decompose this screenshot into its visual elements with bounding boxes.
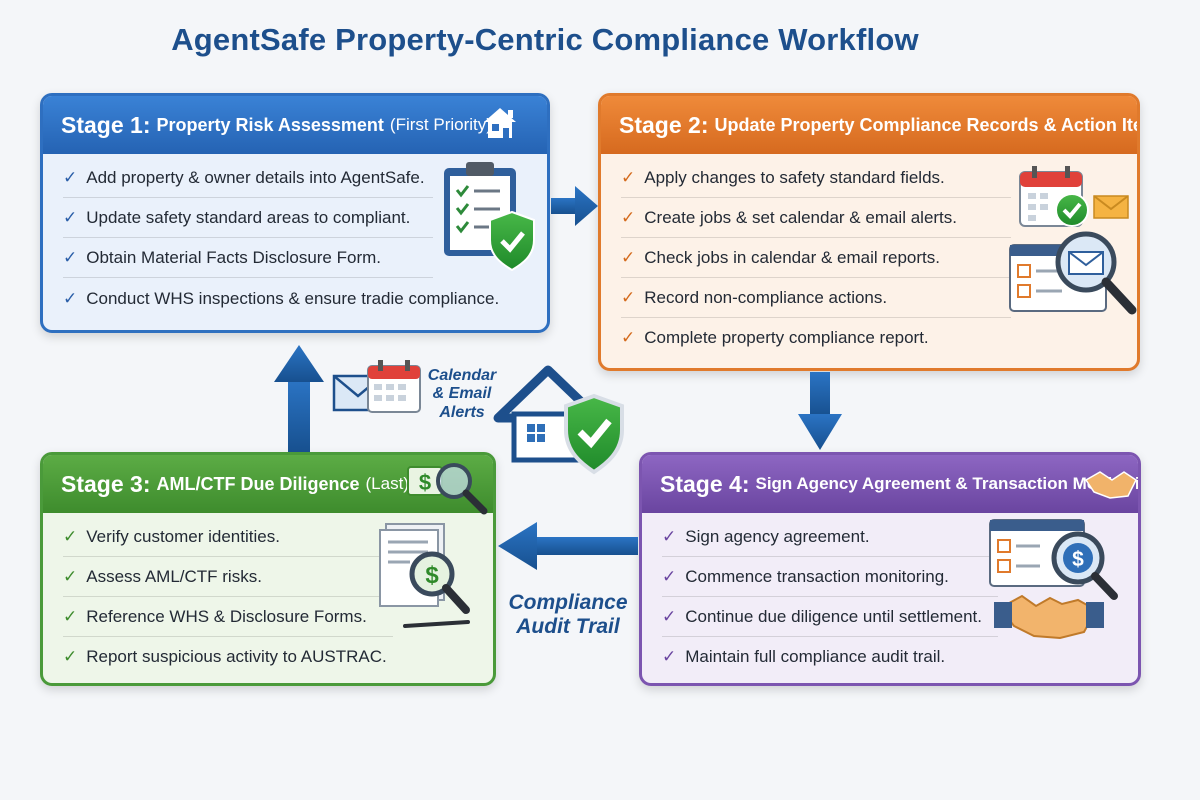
check-icon: ✓	[621, 328, 636, 347]
list-item: ✓Assess AML/CTF risks.	[63, 557, 393, 597]
handshake-icon	[1084, 471, 1137, 499]
check-icon: ✓	[63, 207, 78, 227]
check-icon: ✓	[63, 647, 78, 666]
magnifier-mail-icon	[1055, 231, 1137, 315]
list-item: ✓Add property & owner details into Agent…	[63, 158, 433, 198]
check-icon: ✓	[662, 566, 677, 586]
stage-3-header: Stage 3: AML/CTF Due Diligence (Last)	[43, 455, 493, 513]
check-icon: ✓	[63, 289, 78, 308]
svg-text:$: $	[1072, 548, 1084, 571]
stage-1-title: Property Risk Assessment	[156, 114, 384, 135]
check-icon: ✓	[662, 526, 677, 546]
stage-4-title: Sign Agency Agreement & Transaction Moni…	[755, 474, 1141, 493]
stage-2-card: Stage 2: Update Property Compliance Reco…	[598, 93, 1140, 371]
arrow-stage4-to-stage3	[498, 522, 638, 570]
pen-icon	[403, 620, 470, 628]
list-item: ✓Complete property compliance report.	[621, 328, 929, 347]
document-dollar-icon: $	[379, 523, 470, 614]
house-shield-icon	[493, 365, 624, 475]
stage-1-header: Stage 1: Property Risk Assessment (First…	[43, 96, 547, 154]
house-icon	[484, 108, 516, 138]
arrow-stage2-to-stage4	[798, 372, 842, 450]
envelope-icon	[1093, 195, 1129, 219]
list-item: ✓Report suspicious activity to AUSTRAC.	[63, 647, 387, 666]
stage-4-number: Stage 4:	[660, 470, 750, 497]
shield-check-icon	[489, 210, 535, 272]
stage-1-number: Stage 1:	[61, 111, 151, 138]
alerts-label: Calendar & Email Alerts	[427, 367, 497, 421]
check-icon: ✓	[621, 207, 636, 227]
list-item: ✓Apply changes to safety standard fields…	[621, 158, 1011, 198]
check-icon: ✓	[621, 167, 636, 187]
list-item: ✓Commence transaction monitoring.	[662, 557, 998, 597]
check-icon: ✓	[63, 606, 78, 626]
stage-4-card: Stage 4: Sign Agency Agreement & Transac…	[639, 452, 1141, 686]
stage-3-title: AML/CTF Due Diligence	[156, 473, 360, 494]
page-title: AgentSafe Property-Centric Compliance Wo…	[171, 22, 919, 57]
svg-text:$: $	[425, 562, 439, 589]
check-icon: ✓	[63, 526, 78, 546]
handshake-large-icon	[994, 594, 1104, 640]
check-icon: ✓	[621, 287, 636, 307]
center-calendar-icon	[367, 360, 421, 413]
list-item: ✓Update safety standard areas to complia…	[63, 198, 433, 238]
list-item: ✓Create jobs & set calendar & email aler…	[621, 198, 1011, 238]
stage-3-number: Stage 3:	[61, 470, 151, 497]
check-icon: ✓	[621, 247, 636, 267]
money-magnifier-icon: $	[407, 463, 488, 515]
check-icon: ✓	[662, 606, 677, 626]
arrow-stage3-to-stage1	[274, 345, 324, 452]
list-item: ✓Reference WHS & Disclosure Forms.	[63, 597, 393, 637]
list-item: ✓Continue due diligence until settlement…	[662, 597, 998, 637]
svg-text:$: $	[419, 470, 431, 495]
list-item: ✓Verify customer identities.	[63, 517, 393, 557]
stage-2-title: Update Property Compliance Records & Act…	[714, 114, 1140, 135]
stage-3-note: (Last)	[365, 474, 409, 493]
checklist-dollar-icon: $	[989, 519, 1118, 600]
check-icon: ✓	[63, 167, 78, 187]
list-item: ✓Check jobs in calendar & email reports.	[621, 238, 1011, 278]
list-item: ✓Maintain full compliance audit trail.	[662, 647, 946, 666]
list-item: ✓Record non-compliance actions.	[621, 278, 1011, 318]
arrow-stage1-to-stage2	[551, 186, 598, 226]
stage-2-number: Stage 2:	[619, 111, 709, 138]
check-icon: ✓	[63, 247, 78, 267]
list-item: ✓Conduct WHS inspections & ensure tradie…	[63, 289, 500, 308]
check-icon: ✓	[63, 566, 78, 586]
stage-1-note: (First Priority)	[389, 115, 492, 134]
list-item: ✓Obtain Material Facts Disclosure Form.	[63, 238, 433, 278]
check-icon: ✓	[662, 647, 677, 666]
audit-trail-label: Compliance Audit Trail	[508, 591, 628, 639]
stage-4-header: Stage 4: Sign Agency Agreement & Transac…	[642, 455, 1138, 513]
list-item: ✓Sign agency agreement.	[662, 517, 998, 557]
calendar-check-icon	[1019, 166, 1089, 227]
stage-2-header: Stage 2: Update Property Compliance Reco…	[601, 96, 1137, 154]
